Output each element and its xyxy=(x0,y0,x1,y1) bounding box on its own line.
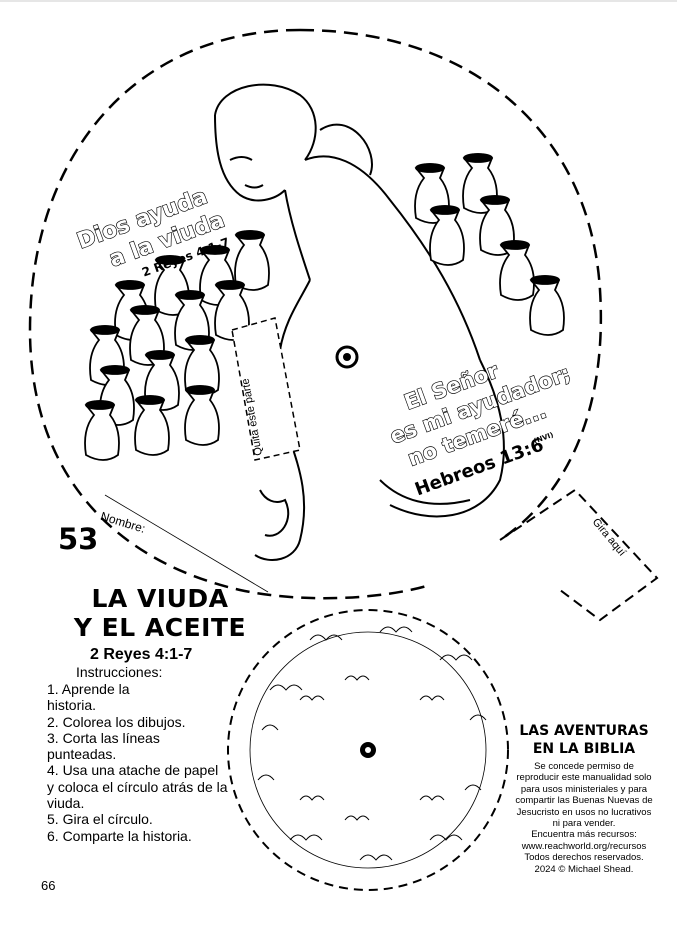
brand-line2: EN LA BIBLIA xyxy=(532,741,636,757)
instruction-line: 6. Comparte la historia. xyxy=(47,827,192,844)
instruction-line: 1. Aprende la xyxy=(47,681,130,697)
turn-label: Gira aquí xyxy=(590,516,628,558)
turn-tab-cut-line xyxy=(499,488,659,622)
remove-tab xyxy=(231,317,301,461)
credits: Se concede permiso de reproducir este ma… xyxy=(500,761,668,875)
lesson-title-line1: LA VIUDA xyxy=(91,584,229,613)
instruction-line: punteadas. xyxy=(47,746,117,763)
name-line xyxy=(104,494,269,593)
instruction-line: historia. xyxy=(47,697,97,714)
lesson-number: 53 xyxy=(58,522,99,556)
instruction-line: 2. Colorea los dibujos. xyxy=(47,713,186,730)
instruction-line: 5. Gira el círculo. xyxy=(47,811,153,828)
credit-line: Encuentra más recursos: xyxy=(531,829,637,841)
brand-line1: LAS AVENTURAS xyxy=(519,723,649,739)
instruction-line: 3. Corta las líneas xyxy=(47,729,160,746)
rotating-circle xyxy=(227,609,509,891)
instruction-line: 4. Usa una atache de papel xyxy=(47,762,219,779)
page-number: 66 xyxy=(41,878,56,893)
credit-line: www.reachworld.org/recursos xyxy=(521,840,647,852)
lesson-reference: 2 Reyes 4:1-7 xyxy=(90,646,193,663)
credit-line: ni para vender. xyxy=(552,818,616,830)
credit-line: Jesucristo en usos no lucrativos xyxy=(516,806,652,818)
instruction-line: y coloca el círculo atrás de la xyxy=(47,778,228,795)
verse-block: El Señor es mi ayudador; no temeré... He… xyxy=(386,358,574,501)
main-wheel-cut-line xyxy=(28,28,603,600)
instructions-list: 1. Aprende la historia. 2. Colorea los d… xyxy=(47,681,232,844)
lesson-title-line2: Y EL ACEITE xyxy=(73,613,247,642)
widow-illustration xyxy=(214,83,505,561)
credit-line: Se concede permiso de xyxy=(534,761,634,772)
credit-line: 2024 © Michael Shead. xyxy=(534,863,634,875)
oil-jars-right xyxy=(414,153,565,336)
instructions-heading: Instrucciones: xyxy=(76,664,163,680)
brand-logo: LAS AVENTURAS EN LA BIBLIA xyxy=(515,722,653,758)
credit-line: compartir las Buenas Nuevas de xyxy=(515,795,653,807)
credit-line: reproducir este manualidad solo xyxy=(516,772,652,784)
instruction-line: viuda. xyxy=(47,795,85,812)
verse-version: (NVI) xyxy=(533,431,555,445)
credit-line: Todos derechos reservados. xyxy=(524,852,644,864)
credit-line: para usos ministeriales y para xyxy=(520,783,648,795)
lesson-title: LA VIUDA Y EL ACEITE xyxy=(60,584,260,642)
